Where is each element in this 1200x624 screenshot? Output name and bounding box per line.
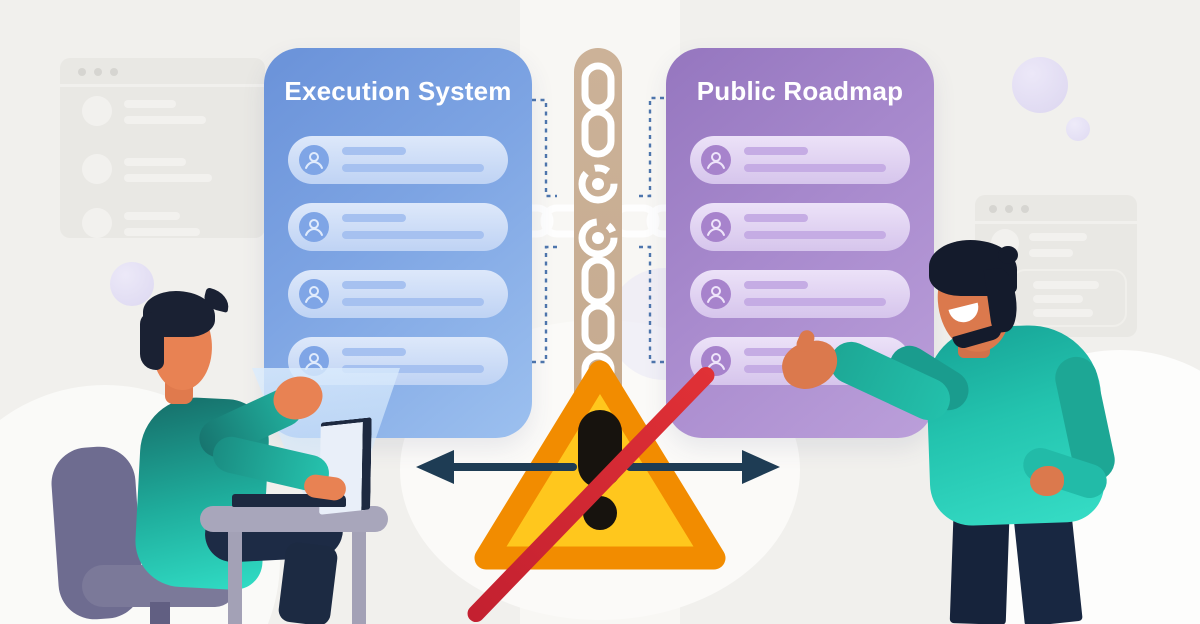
placeholder-line — [124, 158, 186, 166]
desk-leg — [228, 530, 242, 624]
placeholder-line — [124, 174, 212, 182]
user-list-item — [690, 270, 910, 318]
text-line-placeholder — [342, 231, 484, 239]
text-line-placeholder — [744, 147, 808, 155]
chair-post — [150, 602, 170, 624]
placeholder-line — [124, 228, 200, 236]
panel-title: Execution System — [284, 76, 512, 106]
window-dot-icon — [94, 68, 102, 76]
arrow-left-line — [450, 463, 577, 471]
user-avatar-icon — [299, 145, 329, 175]
text-line-placeholder — [744, 231, 886, 239]
text-line-placeholder — [342, 164, 484, 172]
lavender-sphere — [1066, 117, 1090, 141]
window-dot-icon — [1021, 205, 1029, 213]
arrow-right-line — [626, 463, 748, 471]
text-line-placeholder — [342, 298, 484, 306]
window-dot-icon — [78, 68, 86, 76]
placeholder-avatar — [82, 96, 112, 126]
desk-leg — [352, 530, 366, 624]
person-hair — [140, 312, 164, 370]
browser-titlebar — [60, 58, 265, 87]
placeholder-line — [1033, 295, 1083, 303]
placeholder-avatar — [82, 208, 112, 238]
user-avatar-icon — [701, 145, 731, 175]
placeholder-line — [1029, 249, 1073, 257]
text-line-placeholder — [342, 348, 406, 356]
background-browser-card — [60, 58, 265, 238]
person-hip-hand — [1030, 466, 1064, 496]
person-leg — [277, 541, 339, 624]
text-line-placeholder — [744, 214, 808, 222]
placeholder-line — [1033, 309, 1093, 317]
text-line-placeholder — [744, 348, 808, 356]
placeholder-line — [124, 100, 176, 108]
placeholder-line — [1033, 281, 1099, 289]
placeholder-line — [1029, 233, 1087, 241]
user-avatar-icon — [299, 279, 329, 309]
placeholder-avatar — [82, 154, 112, 184]
text-line-placeholder — [342, 365, 484, 373]
browser-titlebar — [975, 195, 1137, 224]
user-list-item — [288, 136, 508, 184]
user-avatar-icon — [299, 212, 329, 242]
text-line-placeholder — [342, 281, 406, 289]
text-line-placeholder — [744, 281, 808, 289]
window-dot-icon — [989, 205, 997, 213]
text-line-placeholder — [342, 147, 406, 155]
user-avatar-icon — [701, 279, 731, 309]
person-hair-bun — [998, 246, 1018, 264]
user-list-item — [288, 270, 508, 318]
user-list-item — [690, 203, 910, 251]
text-line-placeholder — [342, 214, 406, 222]
panel-title: Public Roadmap — [696, 76, 904, 106]
placeholder-line — [124, 116, 206, 124]
arrow-right-head-icon — [742, 450, 780, 484]
text-line-placeholder — [744, 164, 886, 172]
placeholder-line — [124, 212, 180, 220]
user-list-item — [690, 136, 910, 184]
lavender-sphere — [1012, 57, 1068, 113]
arrow-left-head-icon — [416, 450, 454, 484]
user-list-item — [288, 203, 508, 251]
window-dot-icon — [1005, 205, 1013, 213]
lavender-sphere — [110, 262, 154, 306]
user-list — [288, 136, 508, 404]
window-dot-icon — [110, 68, 118, 76]
user-avatar-icon — [701, 212, 731, 242]
text-line-placeholder — [744, 298, 886, 306]
